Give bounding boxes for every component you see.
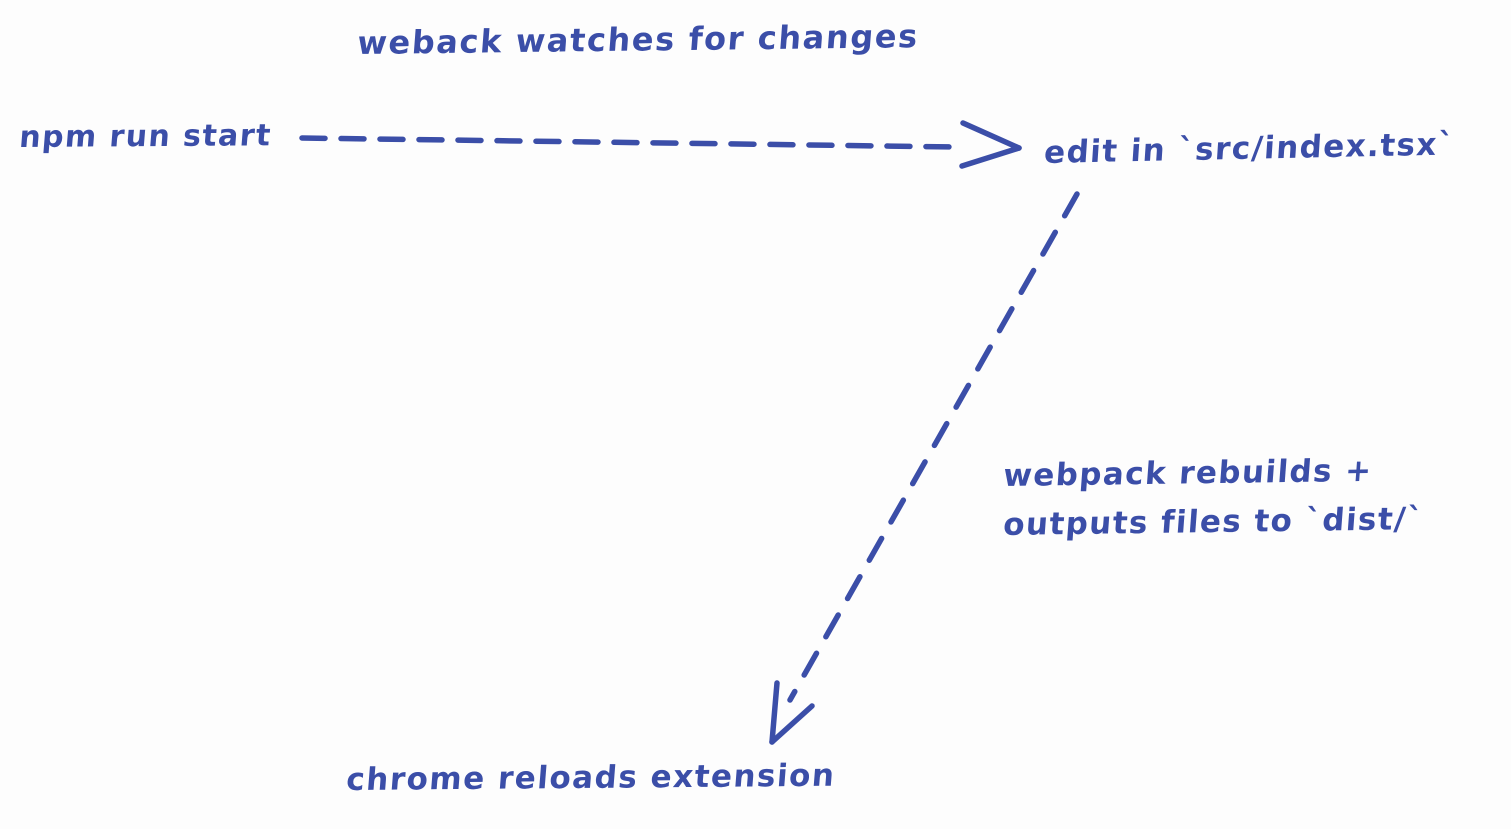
edge-watch-arrowhead-icon <box>959 120 1022 169</box>
node-chrome-reloads: chrome reloads extension <box>345 757 837 798</box>
edge-rebuild-arrowhead-icon <box>769 680 815 745</box>
node-npm-run-start: npm run start <box>18 118 274 155</box>
edge-rebuild-dashed-line <box>787 191 1080 703</box>
node-edit-source: edit in `src/index.tsx` <box>1043 126 1456 171</box>
edge-label-rebuild-line-2: outputs files to `dist/` <box>1002 501 1426 543</box>
edge-label-rebuild-line-1: webpack rebuilds + <box>1002 452 1374 494</box>
edge-watch-dashed-line <box>299 135 960 150</box>
edge-label-watches: weback watches for changes <box>356 17 921 63</box>
